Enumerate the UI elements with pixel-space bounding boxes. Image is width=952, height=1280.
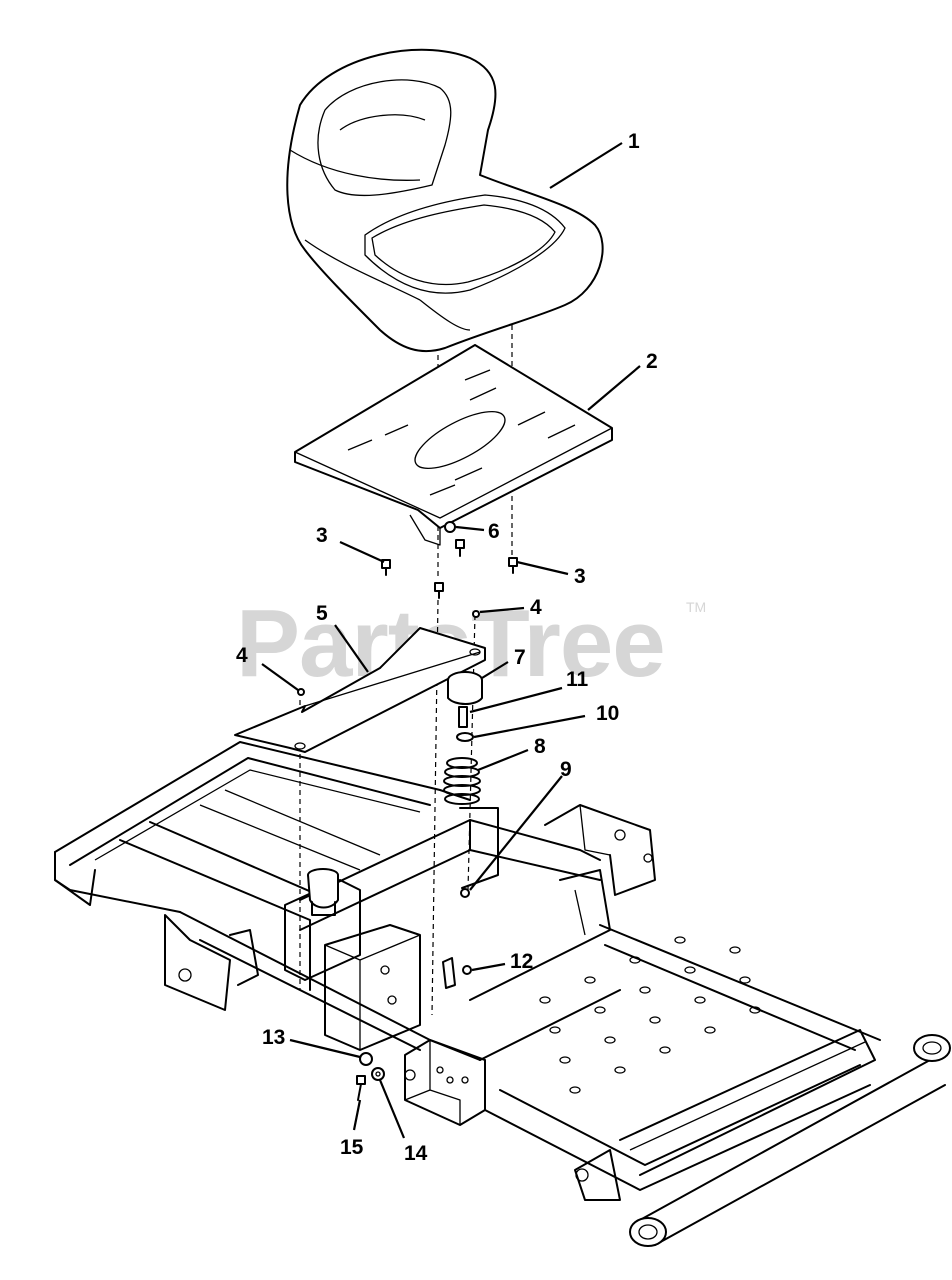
callouts: 1 2 3 3 4 4 5 6 7 8 9 10 11 12 13 14 15 bbox=[236, 130, 658, 1165]
watermark-trademark: TM bbox=[686, 599, 706, 615]
callout-3-left: 3 bbox=[316, 524, 328, 547]
callout-14: 14 bbox=[404, 1142, 428, 1165]
callout-5: 5 bbox=[316, 602, 328, 625]
callout-11: 11 bbox=[566, 668, 589, 691]
callout-1: 1 bbox=[628, 130, 640, 153]
callout-10: 10 bbox=[596, 702, 619, 725]
callout-12: 12 bbox=[510, 950, 533, 973]
callout-4-left: 4 bbox=[236, 644, 248, 667]
callout-7: 7 bbox=[514, 646, 526, 669]
callout-3-right: 3 bbox=[574, 565, 586, 588]
seat-pan bbox=[294, 344, 613, 546]
seat bbox=[286, 48, 604, 353]
callout-8: 8 bbox=[534, 735, 546, 758]
callout-9: 9 bbox=[560, 758, 572, 781]
leader-lines bbox=[261, 142, 641, 1139]
callout-6: 6 bbox=[488, 520, 500, 543]
mounting-bracket bbox=[234, 627, 486, 753]
callout-15: 15 bbox=[340, 1136, 364, 1159]
fasteners bbox=[297, 521, 518, 1101]
callout-4-right: 4 bbox=[530, 596, 542, 619]
mower-frame bbox=[54, 741, 951, 1247]
suspension bbox=[307, 671, 499, 916]
callout-2: 2 bbox=[646, 350, 658, 373]
callout-13: 13 bbox=[262, 1026, 285, 1049]
